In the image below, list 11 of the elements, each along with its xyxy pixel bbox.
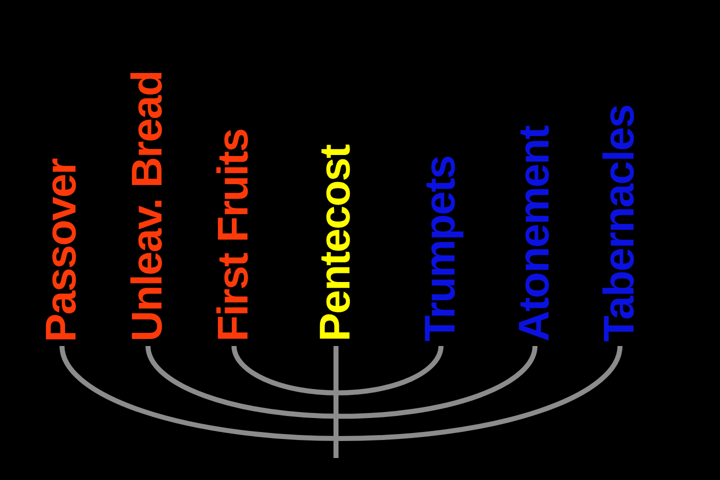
- feast-label: Trumpets: [420, 156, 462, 342]
- feast-label: Pentecost: [314, 145, 358, 342]
- arc-line: [60, 346, 622, 441]
- feast-label: First Fruits: [212, 129, 256, 342]
- arc-line: [232, 346, 444, 396]
- feast-label: Unleav. Bread: [126, 71, 170, 342]
- feast-label: Passover: [40, 158, 84, 342]
- arc-line: [146, 346, 538, 419]
- feast-label: Atonement: [514, 126, 556, 342]
- feast-label: Tabernacles: [598, 105, 642, 342]
- stem-line: [334, 346, 338, 458]
